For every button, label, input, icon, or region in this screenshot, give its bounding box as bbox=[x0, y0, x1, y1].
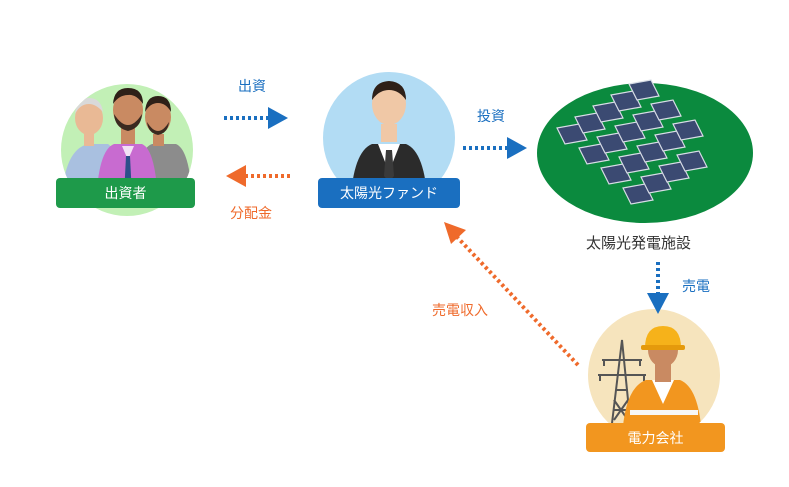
solar-plant-label: 太陽光発電施設 bbox=[586, 234, 692, 252]
arrow-fund-investment bbox=[463, 137, 527, 159]
fund-investment-label: 投資 bbox=[477, 109, 505, 125]
solar-panel bbox=[622, 183, 654, 205]
solar-plant-illustration bbox=[537, 79, 753, 223]
dividend-label: 分配金 bbox=[230, 206, 272, 222]
solar-panel bbox=[650, 99, 682, 121]
arrow-power-revenue bbox=[444, 222, 580, 367]
investors-label: 出資者 bbox=[56, 178, 195, 208]
solar-panel bbox=[596, 132, 628, 154]
solar-panel bbox=[628, 79, 660, 101]
arrow-investment bbox=[224, 107, 288, 129]
power-company-illustration bbox=[588, 309, 720, 441]
solar-panel bbox=[614, 121, 646, 143]
power-sale-label: 売電 bbox=[682, 279, 710, 295]
arrow-dividend bbox=[226, 165, 290, 187]
solar-panel bbox=[618, 152, 650, 174]
investment-label: 出資 bbox=[238, 79, 266, 95]
arrow-power-sale bbox=[647, 262, 669, 314]
solar-panel bbox=[636, 141, 668, 163]
solar-panel bbox=[574, 112, 606, 134]
solar-panel bbox=[578, 143, 610, 165]
solar-panel bbox=[610, 90, 642, 112]
fund-label: 太陽光ファンド bbox=[318, 178, 460, 208]
power-revenue-label: 売電収入 bbox=[432, 303, 488, 319]
solar-panel bbox=[640, 172, 672, 194]
solar-panel bbox=[600, 163, 632, 185]
solar-panel bbox=[676, 150, 708, 172]
solar-panel bbox=[592, 101, 624, 123]
solar-panel bbox=[672, 119, 704, 141]
solar-panel bbox=[556, 123, 588, 145]
solar-panel bbox=[632, 110, 664, 132]
solar-panel bbox=[654, 130, 686, 152]
power-company-label: 電力会社 bbox=[586, 423, 725, 452]
solar-panel bbox=[658, 161, 690, 183]
